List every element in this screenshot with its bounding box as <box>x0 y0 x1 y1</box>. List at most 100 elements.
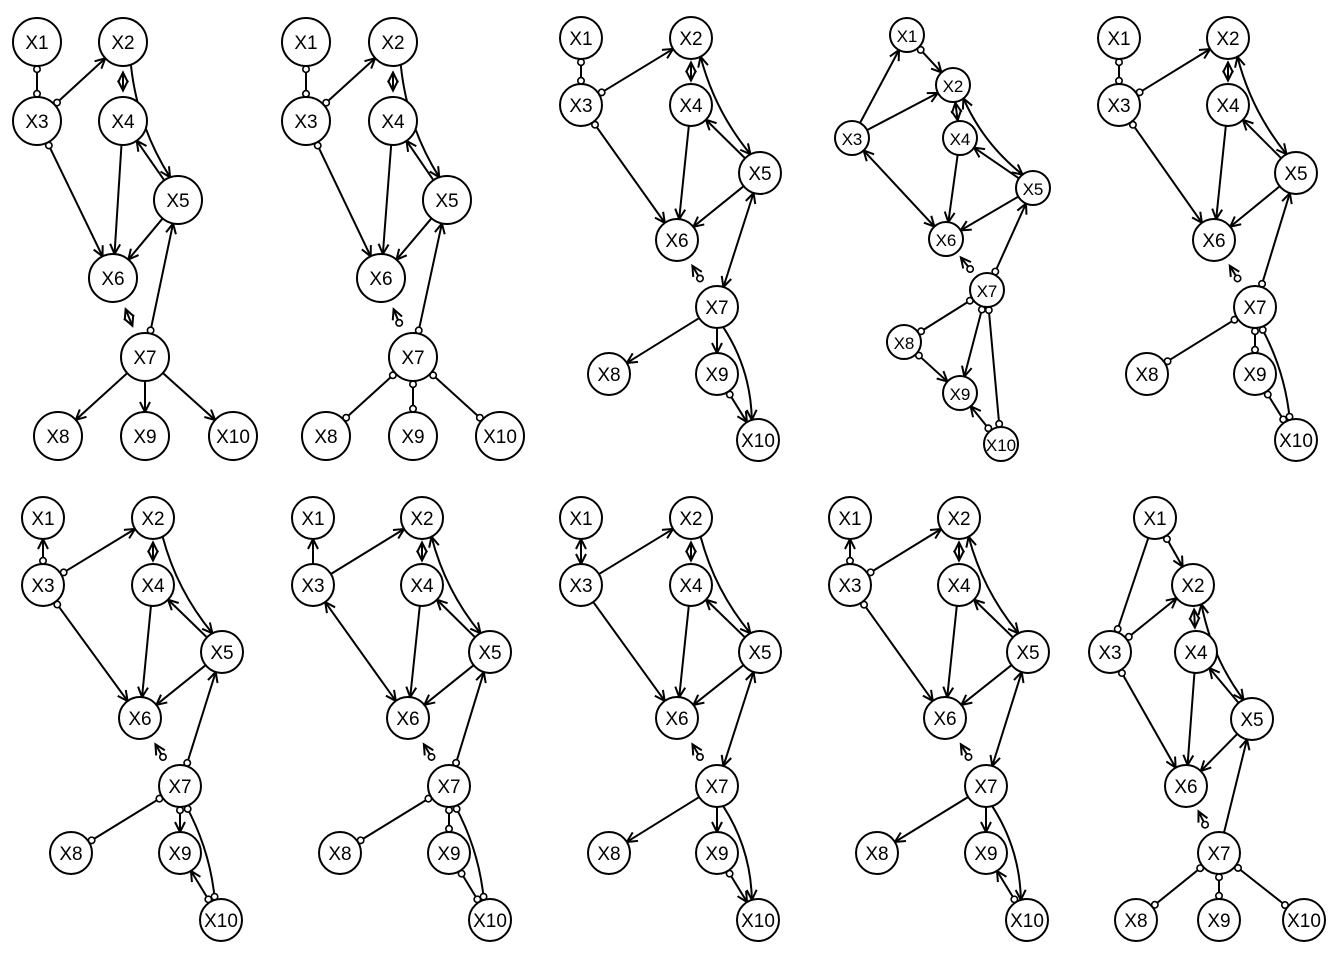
node-circle <box>388 332 438 382</box>
circle-mark <box>158 752 167 761</box>
node-x3: X3 <box>1088 630 1132 674</box>
edge-x7-x10 <box>162 372 217 422</box>
edge-line <box>1236 56 1288 155</box>
edge-line <box>626 796 700 843</box>
node-circle <box>200 630 244 674</box>
node-x5: X5 <box>1015 170 1051 206</box>
edge-line <box>162 372 216 421</box>
node-label: X3 <box>31 576 54 597</box>
edge-x7-x5 <box>183 669 219 767</box>
arrowhead-mark <box>691 742 703 756</box>
node-x9: X9 <box>1233 352 1277 396</box>
node-circle <box>942 120 978 156</box>
node-label: X3 <box>25 112 48 133</box>
edge-line <box>430 536 482 634</box>
node-circle <box>368 17 418 67</box>
edge-x7-x6 <box>959 255 975 274</box>
edge-x7-x10 <box>429 371 484 422</box>
node-x7: X7 <box>695 764 739 808</box>
edge-x7-x10 <box>1258 325 1294 421</box>
edge-x7-x10 <box>984 306 1004 428</box>
edge-line <box>1125 597 1178 640</box>
node-x9: X9 <box>695 831 739 875</box>
node-x2: X2 <box>935 67 971 103</box>
edge-x5-x6 <box>958 195 1019 232</box>
edge-line <box>423 664 475 706</box>
edge-x7-x8 <box>356 794 433 845</box>
edge-line <box>343 372 396 421</box>
edge-line <box>960 664 1013 706</box>
node-x9: X9 <box>388 411 438 461</box>
node-label: X7 <box>974 777 997 798</box>
node-circle <box>695 831 739 875</box>
edge-line <box>991 671 1023 767</box>
node-x4: X4 <box>131 563 175 607</box>
node-label: X7 <box>401 348 424 369</box>
edge-line <box>973 146 1020 180</box>
node-label: X1 <box>897 27 918 46</box>
edge-x7-x8 <box>624 796 700 844</box>
node-label: X4 <box>111 112 135 133</box>
edge-line <box>1260 326 1291 421</box>
node-x2: X2 <box>1171 563 1215 607</box>
edge-line <box>324 601 397 702</box>
node-label: X10 <box>216 427 250 448</box>
node-x8: X8 <box>587 831 631 875</box>
node-label: X5 <box>748 164 771 185</box>
edge-x1-x2 <box>1162 535 1184 569</box>
node-circle <box>1192 218 1236 262</box>
node-circle <box>1097 83 1141 127</box>
node-label: X2 <box>947 509 970 530</box>
edge-line <box>1242 119 1282 159</box>
edge-x7-x9 <box>711 328 723 356</box>
node-x7: X7 <box>388 332 438 382</box>
edge-x9-x10 <box>725 390 749 425</box>
node-x4: X4 <box>98 96 148 146</box>
arrowhead-mark <box>1222 60 1234 73</box>
node-circle <box>969 272 1005 308</box>
edge-line <box>88 796 163 843</box>
node-circle <box>1233 285 1277 329</box>
node-x2: X2 <box>1206 16 1250 60</box>
node-circle <box>368 96 418 146</box>
node-label: X8 <box>314 427 337 448</box>
node-label: X3 <box>569 96 592 117</box>
edge-line <box>722 326 753 420</box>
edge-line <box>135 140 166 181</box>
edge-x7-x10 <box>183 804 219 901</box>
node-label: X9 <box>401 427 424 448</box>
edge-line <box>167 598 208 639</box>
node-circle <box>120 411 170 461</box>
node-label: X10 <box>741 911 775 932</box>
node-x3: X3 <box>559 563 603 607</box>
arrowhead-mark <box>1228 263 1240 278</box>
node-x5: X5 <box>422 175 472 225</box>
node-circle <box>1114 898 1158 942</box>
edge-line <box>867 528 942 575</box>
node-circle <box>736 418 780 462</box>
edge-x3-x2 <box>53 56 107 107</box>
edge-x1-x3 <box>301 65 310 98</box>
node-x10: X10 <box>1005 898 1049 942</box>
edge-x7-x8 <box>892 796 969 844</box>
node-circle <box>1230 697 1274 741</box>
edge-line <box>185 805 216 901</box>
node-circle <box>695 352 739 396</box>
edge-x4-x6 <box>377 144 393 257</box>
node-circle <box>1164 764 1208 808</box>
node-label: X2 <box>1216 29 1239 50</box>
edge-x5-x6 <box>154 664 207 707</box>
node-circle <box>422 175 472 225</box>
node-x6: X6 <box>386 696 430 740</box>
edge-line <box>692 664 745 706</box>
node-x7: X7 <box>1233 285 1277 329</box>
edge-x7-x8 <box>74 372 128 422</box>
node-label: X3 <box>838 576 861 597</box>
node-x6: X6 <box>356 253 406 303</box>
node-label: X9 <box>950 385 971 404</box>
circle-mark <box>695 752 704 761</box>
node-circle <box>923 696 967 740</box>
